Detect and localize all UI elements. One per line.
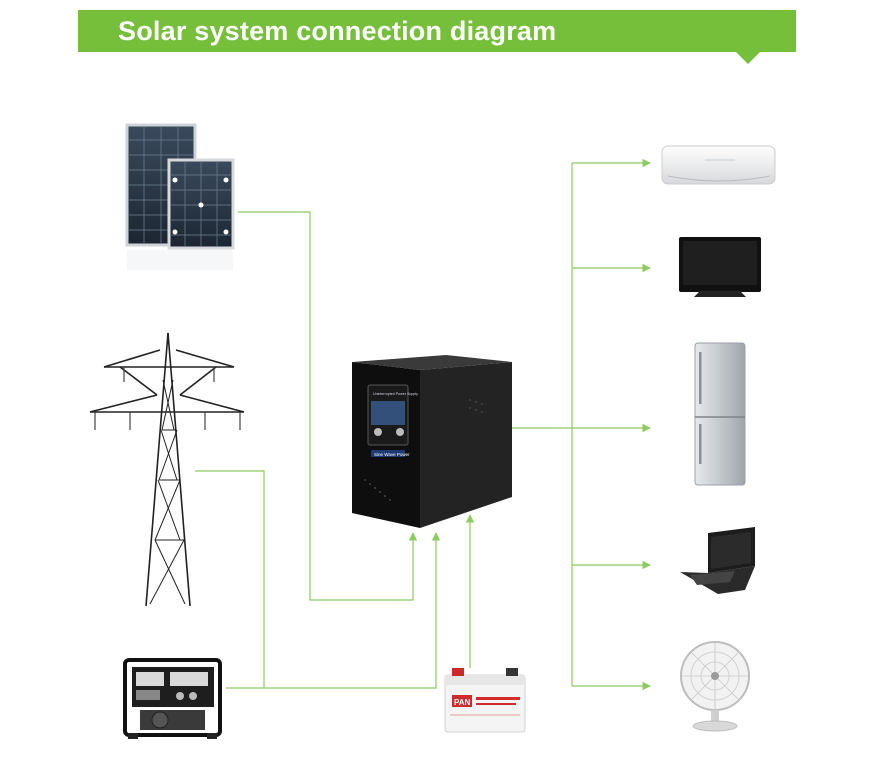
output-connectors (512, 158, 651, 691)
title-banner: Solar system connection diagram (78, 10, 796, 52)
laptop-icon (680, 527, 755, 594)
page-title: Solar system connection diagram (118, 16, 557, 46)
solar-panel-icon (125, 123, 235, 270)
battery-brand-label: PAN (454, 698, 471, 707)
television-icon (679, 237, 761, 297)
transmission-tower-icon (89, 332, 245, 607)
refrigerator-icon (694, 342, 746, 486)
battery-icon (444, 668, 526, 733)
inverter-label-wave: Sine Wave Power (374, 452, 410, 457)
air-conditioner-icon (661, 145, 776, 185)
inverter-label-small: Uninterrupted Power Supply (373, 392, 418, 396)
banner-tail (736, 52, 760, 64)
solar-connector (238, 211, 418, 601)
fan-icon (680, 641, 750, 732)
inverter-icon (352, 355, 512, 528)
grid-connector (195, 470, 265, 688)
generator-icon (123, 658, 222, 739)
input-connectors (195, 211, 475, 689)
generator-connector (226, 532, 441, 689)
